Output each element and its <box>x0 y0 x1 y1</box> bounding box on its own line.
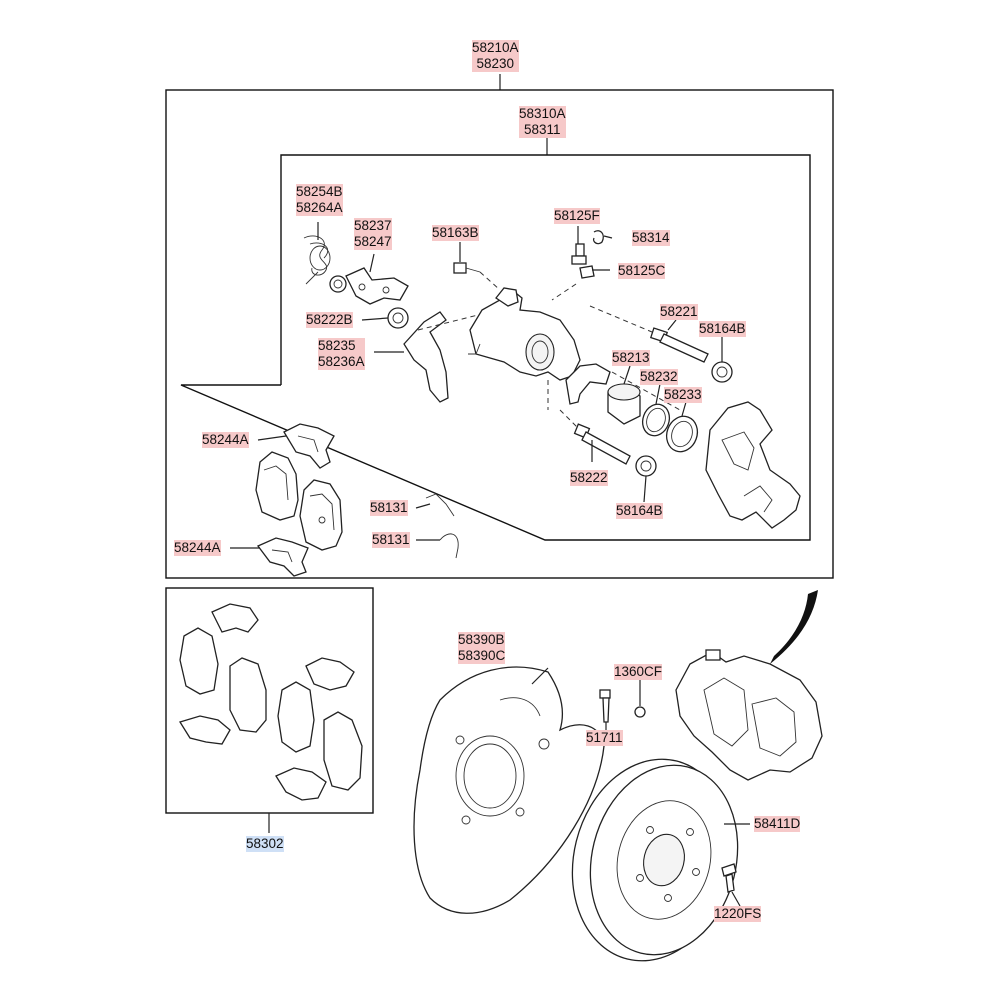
brake-pad-left-part <box>255 451 299 521</box>
label-58310A: 58310A <box>519 106 566 122</box>
spring-part <box>303 235 331 285</box>
label-58247: 58247 <box>354 234 392 250</box>
label-58232: 58232 <box>640 369 678 385</box>
label-58390B: 58390B <box>458 632 506 648</box>
brake-disc-part <box>571 758 739 962</box>
label-piston: 58213 <box>610 350 652 366</box>
caliper-assembly-box <box>165 74 834 579</box>
guide-pin-part <box>589 305 709 363</box>
label-bolt: 58163B <box>430 225 481 241</box>
brake-pad-right-part <box>299 479 343 551</box>
label-58311: 58311 <box>519 122 566 138</box>
label-guide-pin-lower: 58222 <box>568 470 610 486</box>
label-pad-set: 58302 <box>244 836 286 852</box>
label-wear-indicator-top: 58131 <box>368 500 410 516</box>
label-seal: 58232 <box>638 369 680 385</box>
label-dust-shield: 58390B 58390C <box>456 632 507 664</box>
label-1360CF: 1360CF <box>614 664 663 680</box>
label-58411D: 58411D <box>754 816 801 832</box>
leader-lines <box>230 222 750 907</box>
washer-part <box>634 706 646 718</box>
piston-part <box>607 383 641 425</box>
label-pad-clip-top: 58244A <box>200 432 251 448</box>
label-58233: 58233 <box>664 387 702 403</box>
label-1220FS: 1220FS <box>714 906 762 922</box>
pad-clip-bottom-part <box>256 537 309 577</box>
label-58163B: 58163B <box>432 225 479 241</box>
label-58213: 58213 <box>612 350 650 366</box>
label-58221: 58221 <box>660 304 698 320</box>
label-58237: 58237 <box>354 218 392 234</box>
boot-part-bottom <box>635 455 657 477</box>
bleeder-screw-part <box>551 230 604 301</box>
mounting-bolt-part <box>599 689 611 723</box>
label-58314: 58314 <box>632 230 670 246</box>
label-58230: 58230 <box>472 56 519 72</box>
assembled-caliper-part <box>675 649 823 781</box>
piston-boot-part <box>611 371 699 453</box>
label-58222B: 58222B <box>306 312 353 328</box>
label-caliper-assembly: 58210A 58230 <box>470 40 521 72</box>
label-58235: 58235 <box>318 338 365 354</box>
caliper-carrier-part <box>705 401 801 529</box>
pad-set-box <box>165 587 374 833</box>
label-boot-top: 58164B <box>697 321 748 337</box>
label-58164B-top: 58164B <box>699 321 746 337</box>
label-guide-pin: 58221 <box>658 304 700 320</box>
label-58390C: 58390C <box>458 648 506 664</box>
label-spring: 58254B 58264A <box>294 184 345 216</box>
anti-rattle-clip-part <box>403 311 479 403</box>
pad-clip-top-part <box>283 423 335 469</box>
label-boot-bottom: 58164B <box>614 503 665 519</box>
label-58244A-top: 58244A <box>202 432 249 448</box>
piston-seal-part <box>641 403 671 437</box>
shim-plate-part <box>565 363 611 405</box>
label-58131-top: 58131 <box>370 500 408 516</box>
label-bleeder-c: 58125C <box>616 263 667 279</box>
label-58222: 58222 <box>570 470 608 486</box>
boot-part-top <box>711 361 733 383</box>
boot-part <box>387 307 409 329</box>
label-58125C: 58125C <box>618 263 666 279</box>
label-mounting-bolt: 51711 <box>584 730 625 746</box>
label-58302: 58302 <box>246 836 284 852</box>
label-pad-clip-bottom: 58244A <box>172 540 223 556</box>
dust-shield-part <box>413 666 605 914</box>
guide-pin-lower-part <box>559 409 631 465</box>
label-58210A: 58210A <box>472 40 519 56</box>
pad-set-contents <box>178 603 363 801</box>
label-58254B: 58254B <box>296 184 343 200</box>
caliper-body-part <box>468 287 581 410</box>
wear-indicator-bottom-part <box>439 533 459 559</box>
label-58236A: 58236A <box>318 354 365 370</box>
label-58131-bottom: 58131 <box>372 532 410 548</box>
bracket-plate-part <box>329 267 409 305</box>
label-wear-indicator-bottom: 58131 <box>370 532 412 548</box>
label-piston-boot: 58233 <box>662 387 704 403</box>
disc-screw-part <box>721 863 737 893</box>
label-bleeder: 58125F <box>552 208 602 224</box>
bolt-part <box>453 262 501 291</box>
label-caliper-body: 58310A 58311 <box>517 106 568 138</box>
assembly-arrow <box>770 590 818 664</box>
caliper-body-box <box>180 137 811 541</box>
label-51711: 51711 <box>586 730 623 746</box>
label-boot-b: 58222B <box>304 312 355 328</box>
label-cap: 58314 <box>630 230 672 246</box>
label-brake-disc: 58411D <box>752 816 802 832</box>
wear-indicator-top-part <box>425 493 455 517</box>
label-58125F: 58125F <box>554 208 600 224</box>
label-washer: 1360CF <box>612 664 664 680</box>
label-bracket-plate: 58237 58247 <box>352 218 394 250</box>
label-clip: 58235 58236A <box>316 338 367 370</box>
label-58264A: 58264A <box>296 200 343 216</box>
label-disc-screw: 1220FS <box>712 906 763 922</box>
label-58244A-bottom: 58244A <box>174 540 221 556</box>
label-58164B-bottom: 58164B <box>616 503 663 519</box>
